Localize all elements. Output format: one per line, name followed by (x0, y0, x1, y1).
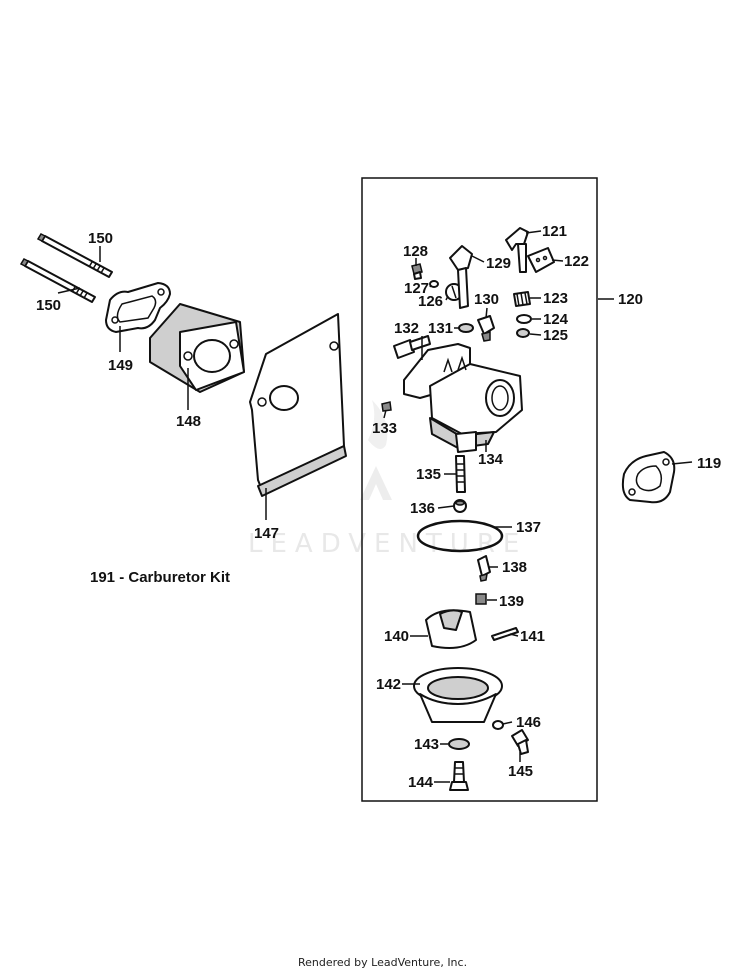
footer-credit: Rendered by LeadVenture, Inc. (298, 956, 467, 969)
part-136-jet[interactable] (453, 499, 467, 513)
part-131-oring[interactable] (458, 323, 474, 333)
part-141-pin[interactable] (491, 627, 519, 641)
part-134-carburetor-body[interactable] (403, 343, 523, 453)
callout-130[interactable]: 130 (474, 291, 499, 308)
part-139-spring[interactable] (475, 593, 487, 605)
part-137-bowl-oring[interactable] (416, 519, 504, 553)
part-133-screw[interactable] (381, 401, 392, 412)
part-146-washer[interactable] (492, 720, 504, 730)
part-128-screw[interactable] (411, 263, 423, 280)
part-143-washer[interactable] (448, 738, 470, 750)
callout-135[interactable]: 135 (416, 466, 441, 483)
callout-136[interactable]: 136 (410, 500, 435, 517)
callout-126[interactable]: 126 (418, 293, 443, 310)
part-119-gasket[interactable] (621, 451, 676, 504)
part-147-heat-shield[interactable] (249, 313, 347, 497)
part-142-float-bowl[interactable] (413, 667, 503, 723)
callout-147[interactable]: 147 (254, 525, 279, 542)
part-140-float[interactable] (425, 609, 477, 649)
callout-labels: 150 150 149 148 147 119 121 122 123 124 … (36, 223, 721, 791)
part-145-drain-screw[interactable] (511, 729, 529, 755)
part-121-choke-lever[interactable] (505, 227, 529, 273)
callout-148[interactable]: 148 (176, 413, 201, 430)
part-150-stud-upper[interactable] (36, 233, 113, 278)
callout-134[interactable]: 134 (478, 451, 504, 468)
carburetor-kit-label[interactable]: 191 - Carburetor Kit (90, 569, 230, 586)
callout-138[interactable]: 138 (502, 559, 527, 576)
callout-133[interactable]: 133 (372, 420, 397, 437)
callout-142[interactable]: 142 (376, 676, 401, 693)
callout-128[interactable]: 128 (403, 243, 428, 260)
callout-125[interactable]: 125 (543, 327, 568, 344)
callout-143[interactable]: 143 (414, 736, 439, 753)
callout-144[interactable]: 144 (408, 774, 434, 791)
callout-140[interactable]: 140 (384, 628, 409, 645)
part-130-fitting[interactable] (477, 315, 495, 342)
callout-137[interactable]: 137 (516, 519, 541, 536)
callout-146[interactable]: 146 (516, 714, 541, 731)
watermark: LEADVENTURE (248, 400, 527, 559)
callout-141[interactable]: 141 (520, 628, 545, 645)
callout-122[interactable]: 122 (564, 253, 589, 270)
part-148-spacer[interactable] (149, 303, 245, 393)
callout-149[interactable]: 149 (108, 357, 133, 374)
part-124-washer[interactable] (516, 314, 532, 324)
part-127-washer[interactable] (429, 280, 439, 288)
part-129-throttle-shaft[interactable] (449, 245, 473, 309)
callout-150-lower[interactable]: 150 (36, 297, 61, 314)
callout-129[interactable]: 129 (486, 255, 511, 272)
callout-124[interactable]: 124 (543, 311, 569, 328)
part-138-needle-valve[interactable] (477, 555, 491, 582)
callout-145[interactable]: 145 (508, 763, 533, 780)
callout-150-upper[interactable]: 150 (88, 230, 113, 247)
part-150-stud-lower[interactable] (19, 258, 96, 303)
callout-119[interactable]: 119 (697, 455, 721, 472)
part-149-gasket[interactable] (105, 282, 171, 333)
callout-120[interactable]: 120 (618, 291, 643, 308)
callout-139[interactable]: 139 (499, 593, 524, 610)
callout-121[interactable]: 121 (542, 223, 567, 240)
callout-132[interactable]: 132 (394, 320, 419, 337)
watermark-text: LEADVENTURE (248, 529, 527, 559)
callout-127[interactable]: 127 (404, 280, 429, 297)
part-125-seal[interactable] (516, 328, 530, 338)
part-144-bolt[interactable] (449, 761, 469, 791)
leader-lines (57, 230, 693, 783)
part-122-plate[interactable] (527, 247, 555, 273)
carburetor-group-frame (361, 177, 598, 802)
part-123-spring[interactable] (513, 291, 531, 307)
part-135-needle[interactable] (455, 455, 466, 493)
callout-123[interactable]: 123 (543, 290, 568, 307)
callout-131[interactable]: 131 (428, 320, 453, 337)
